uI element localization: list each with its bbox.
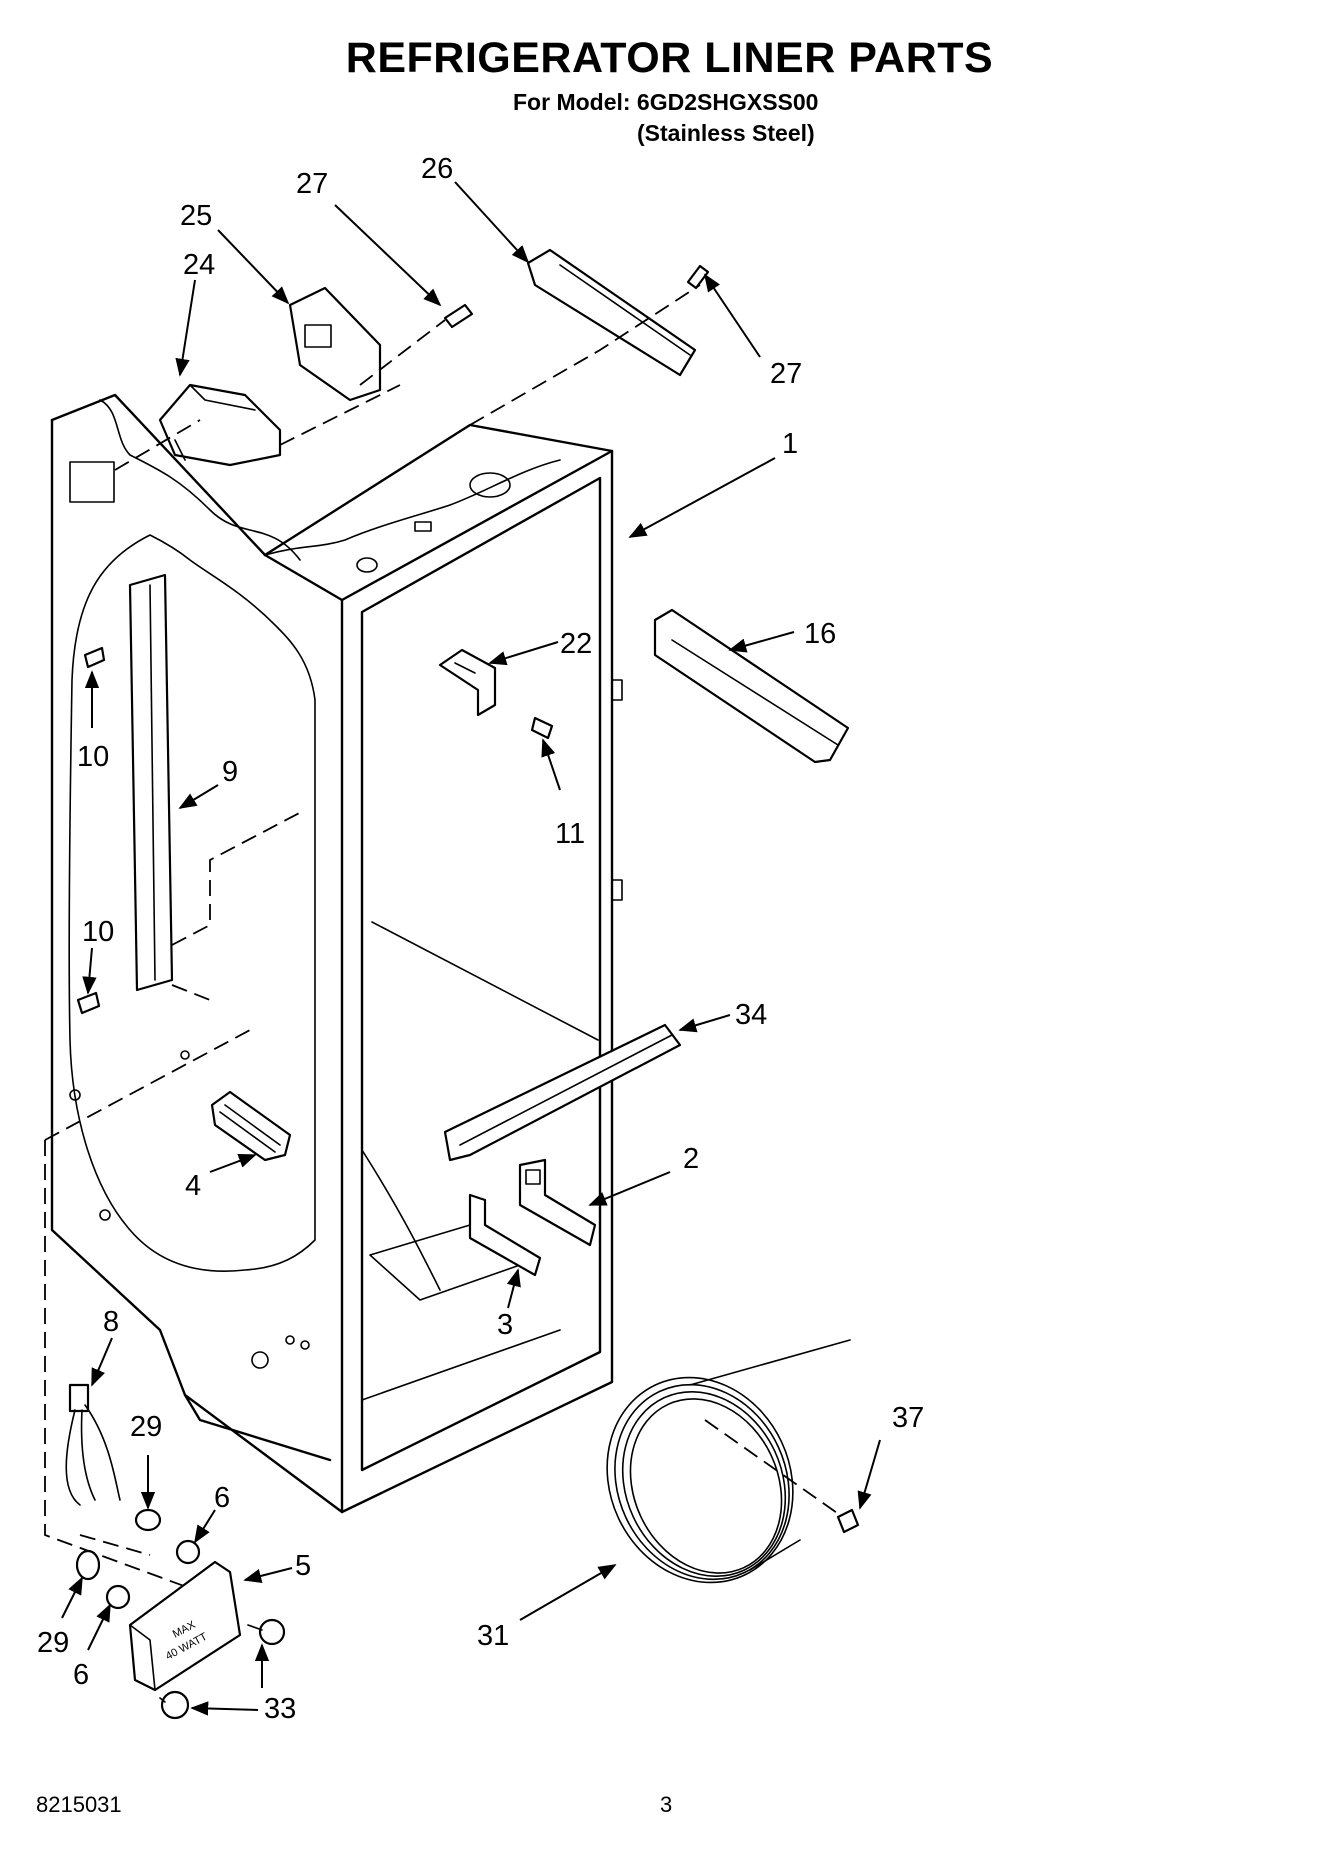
part-2-bracket bbox=[518, 1158, 597, 1247]
callout-8: 8 bbox=[103, 1306, 119, 1338]
callout-5: 5 bbox=[295, 1550, 311, 1582]
part-10-screw-upper bbox=[83, 646, 106, 669]
callout-9: 9 bbox=[222, 756, 238, 788]
callout-leaders bbox=[61, 181, 881, 1716]
part-26-rail bbox=[526, 248, 697, 377]
callout-31: 31 bbox=[477, 1620, 509, 1652]
part-4-vent bbox=[210, 1090, 292, 1162]
part-33-bulb-upper bbox=[247, 1618, 286, 1646]
model-line: For Model: 6GD2SHGXSS00 bbox=[513, 89, 819, 115]
part-8-harness bbox=[65, 1383, 121, 1506]
callout-10-upper: 10 bbox=[77, 741, 109, 773]
part-16-channel bbox=[653, 608, 850, 764]
part-34-crossbar bbox=[443, 1023, 682, 1162]
part-29-clip-lower bbox=[75, 1549, 101, 1581]
part-27-screw-right bbox=[686, 264, 710, 290]
callout-2: 2 bbox=[683, 1143, 699, 1175]
callout-16: 16 bbox=[804, 618, 836, 650]
part-27-screw-left bbox=[443, 303, 474, 329]
document-number: 8215031 bbox=[36, 1792, 122, 1817]
callout-29-upper: 29 bbox=[130, 1411, 162, 1443]
callout-27-top: 27 bbox=[296, 168, 328, 200]
callout-34: 34 bbox=[735, 999, 767, 1031]
callout-3: 3 bbox=[497, 1309, 513, 1341]
callout-29-lower: 29 bbox=[37, 1627, 69, 1659]
callout-33: 33 bbox=[264, 1693, 296, 1725]
callout-27-right: 27 bbox=[770, 358, 802, 390]
part-5-light-housing: MAX 40 WATT bbox=[128, 1560, 242, 1692]
callout-22: 22 bbox=[560, 628, 592, 660]
callout-10-lower: 10 bbox=[82, 916, 114, 948]
part-10-screw-lower bbox=[76, 991, 101, 1015]
callout-37: 37 bbox=[892, 1402, 924, 1434]
part-3-bracket bbox=[468, 1193, 542, 1277]
callout-11: 11 bbox=[555, 818, 585, 850]
callout-6-upper: 6 bbox=[214, 1482, 230, 1514]
liner-body bbox=[50, 393, 623, 1514]
part-9-shelf-track bbox=[128, 573, 174, 992]
page-title: REFRIGERATOR LINER PARTS bbox=[345, 34, 994, 82]
part-29-clip-upper bbox=[134, 1508, 162, 1532]
callout-1: 1 bbox=[782, 428, 798, 460]
part-25-bracket bbox=[288, 286, 382, 402]
finish-line: (Stainless Steel) bbox=[637, 120, 815, 146]
callout-26: 26 bbox=[421, 153, 453, 185]
part-37-screw bbox=[836, 1508, 860, 1534]
callout-25: 25 bbox=[180, 200, 212, 232]
callout-labels: 27 26 25 24 27 1 22 16 10 9 11 10 34 4 2… bbox=[37, 153, 924, 1725]
part-24-housing bbox=[158, 383, 282, 467]
page-number: 3 bbox=[660, 1792, 673, 1817]
part-11-screw bbox=[530, 716, 554, 740]
part-22-bracket bbox=[438, 648, 497, 717]
callout-24: 24 bbox=[183, 249, 215, 281]
callout-4: 4 bbox=[185, 1170, 201, 1202]
part-33-bulb-lower bbox=[159, 1690, 190, 1720]
callout-6-lower: 6 bbox=[73, 1659, 89, 1691]
part-6-socket-upper bbox=[175, 1539, 201, 1565]
part-31-tubing-coil bbox=[606, 1339, 851, 1584]
part-6-socket-lower bbox=[105, 1584, 131, 1610]
